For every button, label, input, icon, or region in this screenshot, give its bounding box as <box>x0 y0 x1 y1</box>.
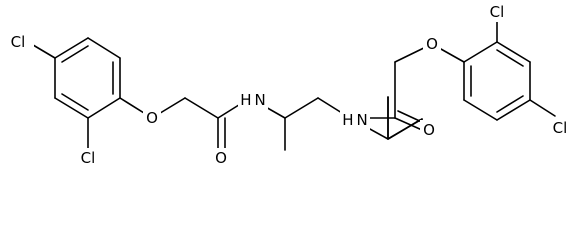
bond-cl-bottom-right <box>529 99 556 117</box>
bond-chain <box>284 97 319 119</box>
bonds-right <box>361 13 556 131</box>
bond-ring-left-double <box>61 93 89 111</box>
bonds <box>27 37 423 153</box>
atom-labels: Cl Cl O O H N H N O O Cl Cl <box>6 2 574 168</box>
oxygen-label: O <box>146 109 158 127</box>
chemical-structure: Cl Cl O O H N H N O O Cl Cl <box>6 2 574 168</box>
nh-label: H N <box>342 111 368 129</box>
bond-ring-right <box>496 99 531 121</box>
bond-carbonyl-right <box>394 117 423 131</box>
bond-carbonyl-right-double <box>397 110 425 124</box>
chlorine-label: Cl <box>81 149 96 167</box>
chlorine-label: Cl <box>490 3 505 21</box>
nh-label: H N <box>240 91 266 109</box>
bond-chain <box>184 97 219 119</box>
bond-ring-right <box>463 99 498 121</box>
chlorine-label: Cl <box>553 119 568 137</box>
oxygen-label: O <box>423 121 435 139</box>
bond-ring-left-double <box>61 45 89 63</box>
bond-ring-left <box>87 97 121 119</box>
oxygen-label: O <box>215 149 227 167</box>
bond-chain <box>387 119 421 140</box>
bond-ring-right-double <box>496 49 524 67</box>
bond-ring-right <box>463 41 498 63</box>
chlorine-label: Cl <box>11 33 26 51</box>
bond-ring-right <box>496 41 531 63</box>
bond-ring-left <box>54 37 89 59</box>
bond-ring-left <box>54 97 89 119</box>
bond-ring-left <box>87 37 121 59</box>
oxygen-label: O <box>426 35 438 53</box>
bond-ring-right-double <box>496 95 524 113</box>
